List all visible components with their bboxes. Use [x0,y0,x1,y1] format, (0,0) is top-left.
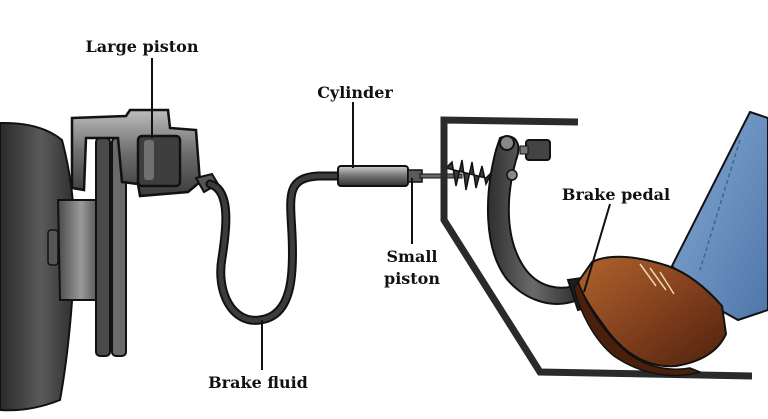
bracket-bolt [519,145,529,155]
brake-hose-inner [207,173,347,323]
pushrod-pin [506,169,518,181]
boot-sole [573,280,703,377]
leader-lines [151,58,611,370]
pedal-bracket [525,139,551,161]
boot-lace [639,263,675,295]
hub-stud [47,229,59,266]
boot [576,255,728,368]
label-small-piston-line1: Small [386,247,437,266]
driver-leg [573,110,768,377]
wheel-assembly [0,108,220,412]
jeans [670,110,768,322]
brake-hose [205,171,349,325]
leader-brake-pedal [583,203,611,293]
pedal-arm [486,135,580,305]
pedal-pivot [499,135,515,151]
label-large-piston: Large piston [86,37,199,56]
cylinder-body [337,165,409,187]
master-cylinder [337,159,493,191]
large-piston-highlight [144,140,154,180]
label-cylinder: Cylinder [317,83,393,102]
label-brake-pedal: Brake pedal [562,185,670,204]
pedal-frame [440,116,753,380]
label-small-piston-line2: piston [384,269,440,288]
label-brake-fluid: Brake fluid [208,373,308,392]
jeans-seam [699,139,741,271]
brake-disc-outer [95,137,111,357]
